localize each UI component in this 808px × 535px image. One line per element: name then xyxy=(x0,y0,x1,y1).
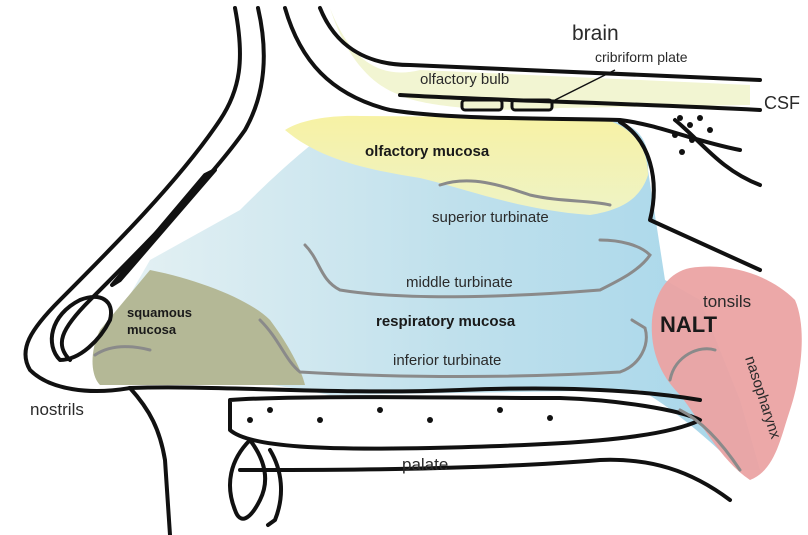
dot xyxy=(689,137,695,143)
label-squamous: squamous xyxy=(127,305,192,320)
label-respiratory-mucosa: respiratory mucosa xyxy=(376,313,516,330)
dot xyxy=(687,122,693,128)
label-squamous-mucosa: mucosa xyxy=(127,322,177,337)
label-cribriform-plate: cribriform plate xyxy=(595,49,688,65)
label-inferior-turbinate: inferior turbinate xyxy=(393,352,501,369)
dot xyxy=(679,149,685,155)
dot xyxy=(247,417,253,423)
upper-lip xyxy=(130,388,170,535)
label-tonsils: tonsils xyxy=(703,292,751,311)
label-nalt: NALT xyxy=(660,312,718,337)
label-superior-turbinate: superior turbinate xyxy=(432,209,549,226)
skull-base-upper xyxy=(320,8,760,80)
dot xyxy=(697,115,703,121)
dot xyxy=(547,415,553,421)
dot xyxy=(377,407,383,413)
incisor-2 xyxy=(268,450,281,525)
label-olfactory-mucosa: olfactory mucosa xyxy=(365,143,490,160)
label-palate: palate xyxy=(402,455,448,474)
incisor xyxy=(230,440,265,519)
dot xyxy=(267,407,273,413)
label-brain: brain xyxy=(572,22,619,45)
label-middle-turbinate: middle turbinate xyxy=(406,274,513,291)
dot xyxy=(427,417,433,423)
dot xyxy=(497,407,503,413)
label-nostrils: nostrils xyxy=(30,400,84,419)
dot xyxy=(672,132,678,138)
label-olfactory-bulb: olfactory bulb xyxy=(420,71,509,88)
dot xyxy=(707,127,713,133)
label-csf: CSF xyxy=(764,93,800,113)
lower-jaw-line xyxy=(240,460,730,500)
dot xyxy=(677,115,683,121)
skull-base-right2 xyxy=(675,120,760,185)
palate-outline xyxy=(230,397,700,449)
dot xyxy=(317,417,323,423)
